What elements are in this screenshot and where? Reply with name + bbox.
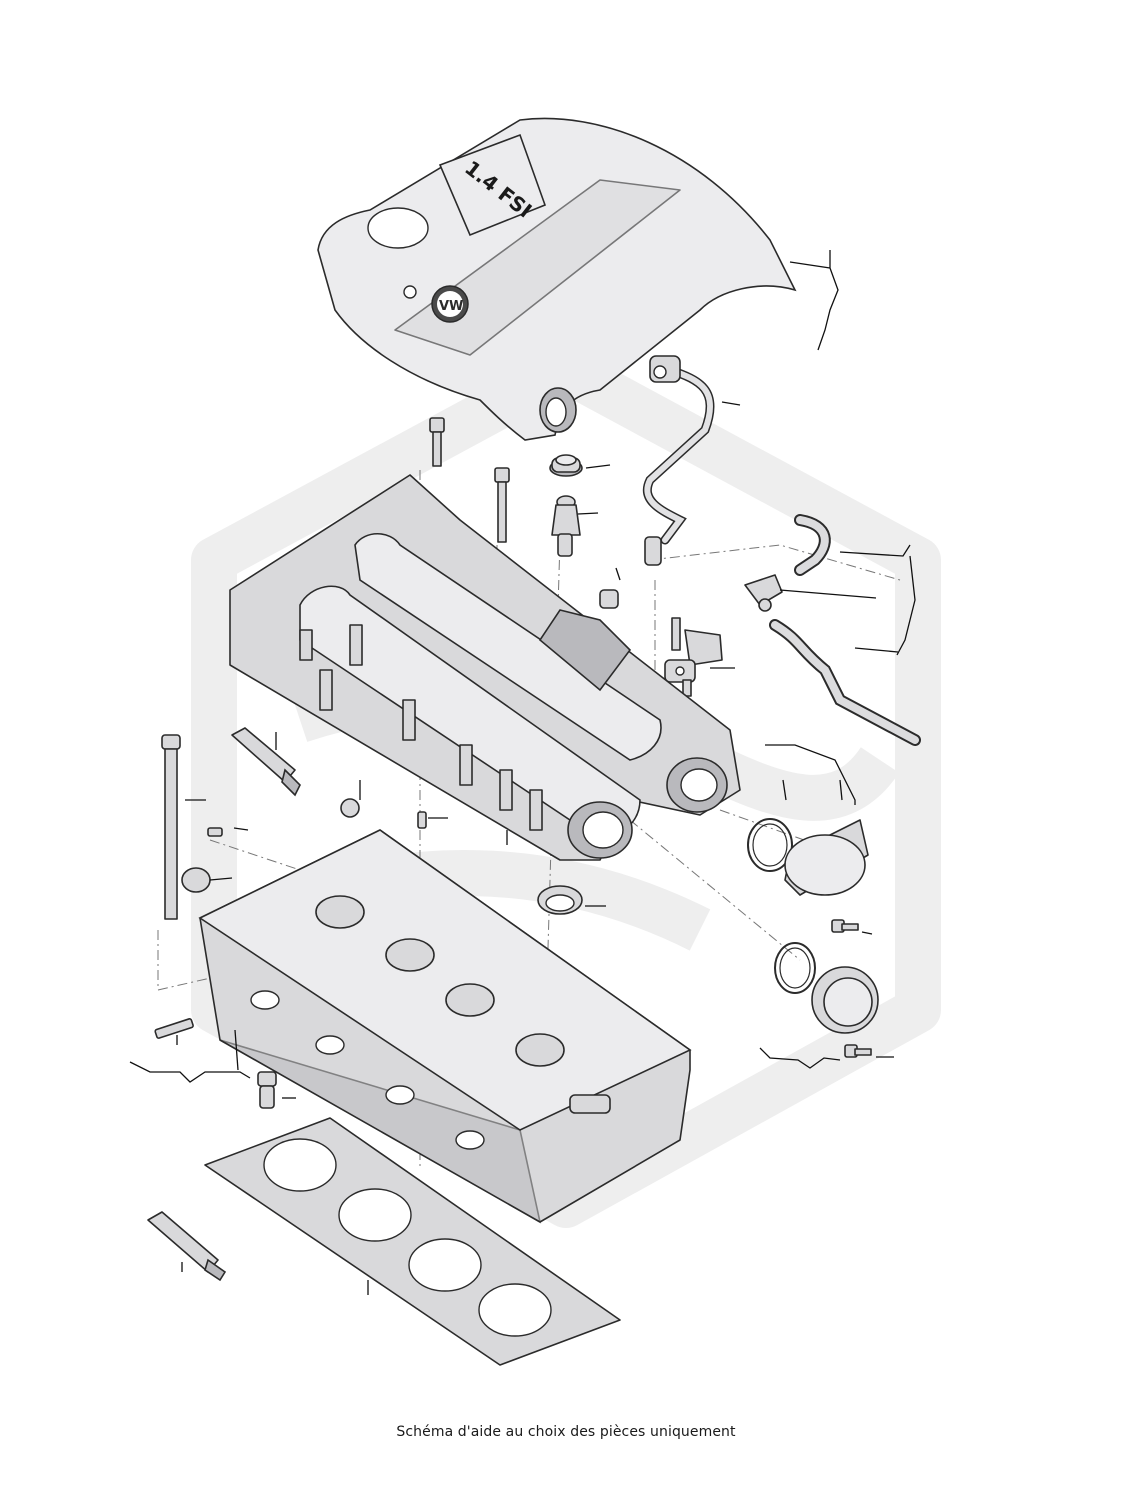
stud — [154, 1018, 194, 1039]
cylinder-head — [198, 829, 692, 1224]
o-ring-lower — [774, 942, 816, 994]
breather-hose — [642, 355, 715, 566]
sealant-tube-upper — [231, 727, 301, 797]
cover-bolt-1 — [429, 417, 445, 467]
end-cover-lower — [811, 966, 879, 1034]
vw-logo: VW — [431, 285, 469, 323]
dowel-pin-right — [417, 811, 427, 829]
sealing-plug — [181, 867, 211, 893]
end-cover-upper — [784, 819, 869, 896]
head-gasket — [204, 1117, 621, 1366]
pcv-valve — [551, 495, 581, 557]
cover-bolt-2 — [494, 467, 510, 543]
cover-bolt-4 — [844, 1044, 872, 1058]
o-ring-upper — [747, 818, 793, 872]
dowel-pin-left — [207, 827, 223, 837]
diagram-caption: Schéma d'aide au choix des pièces unique… — [396, 1424, 736, 1440]
oil-filler-opening — [367, 207, 429, 249]
coolant-hose-lower — [769, 619, 921, 746]
svg-text:VW: VW — [439, 299, 463, 314]
engine-cover: 1.4 FSI VW — [317, 117, 797, 441]
grommet — [549, 454, 583, 477]
small-plug — [599, 589, 619, 609]
cylinder-head-bolt — [161, 734, 181, 920]
coolant-hose-upper — [794, 514, 831, 576]
temperature-plug — [257, 1071, 277, 1109]
camshaft-housing — [229, 474, 741, 861]
camshaft-seal — [537, 885, 583, 915]
cover-bolt-3 — [831, 919, 859, 933]
seal-ring — [340, 798, 360, 818]
temperature-sender — [744, 574, 783, 612]
leader-lines — [129, 250, 916, 1295]
camshaft-sensor — [664, 617, 723, 697]
sealant-tube-lower — [147, 1211, 227, 1282]
